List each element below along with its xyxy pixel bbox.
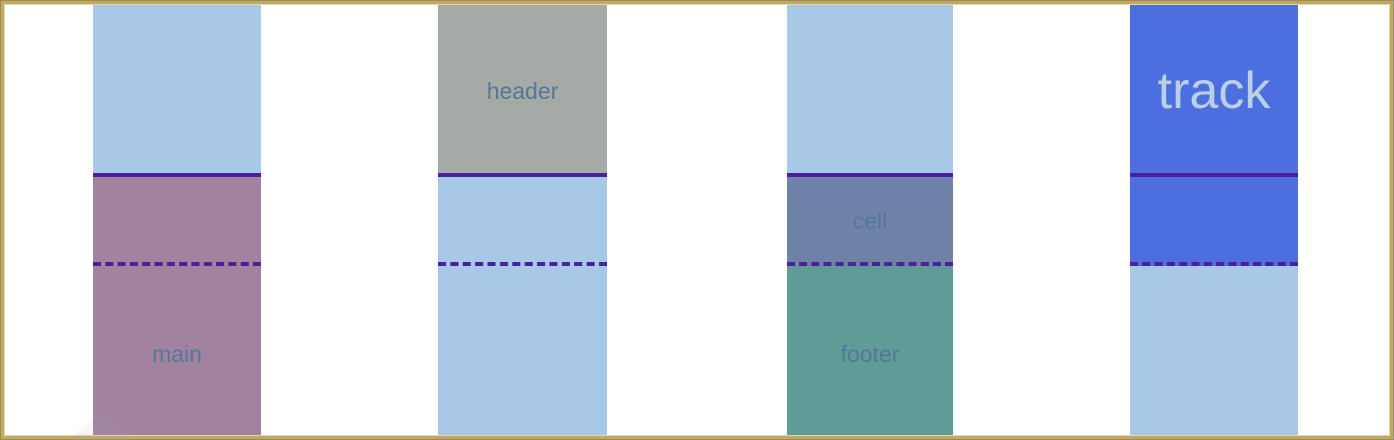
column-track-dashed-divider [1130,262,1298,266]
column-cell-footer-solid-divider [787,173,953,177]
column-track[interactable]: track [1130,2,1298,440]
column-main-solid-divider [93,173,261,177]
column-track-band-top-label: track [1157,62,1271,120]
column-track-band-top[interactable]: track [1130,5,1298,177]
column-main-band-middle[interactable] [93,177,261,266]
column-cell-footer[interactable]: cell footer [787,2,953,440]
column-cell-footer-band-bottom-label: footer [840,341,900,367]
column-track-solid-divider [1130,173,1298,177]
column-main[interactable]: main [93,2,261,440]
column-header-dashed-divider [438,262,607,266]
column-track-band-bottom[interactable] [1130,266,1298,440]
column-cell-footer-band-bottom[interactable]: footer [787,266,953,440]
column-main-band-bottom-label: main [152,341,202,367]
column-main-band-bottom[interactable]: main [93,266,261,440]
column-header-solid-divider [438,173,607,177]
column-header-band-bottom[interactable] [438,266,607,440]
column-header[interactable]: header [438,2,607,440]
column-track-band-middle[interactable] [1130,177,1298,266]
column-header-band-top[interactable]: header [438,5,607,177]
column-header-band-middle[interactable] [438,177,607,266]
column-cell-footer-band-middle[interactable]: cell [787,177,953,266]
column-cell-footer-dashed-divider [787,262,953,266]
column-cell-footer-band-middle-label: cell [852,208,888,234]
column-main-dashed-divider [93,262,261,266]
column-cell-footer-band-top[interactable] [787,5,953,177]
column-header-band-top-label: header [486,77,559,104]
column-main-band-top[interactable] [93,5,261,177]
